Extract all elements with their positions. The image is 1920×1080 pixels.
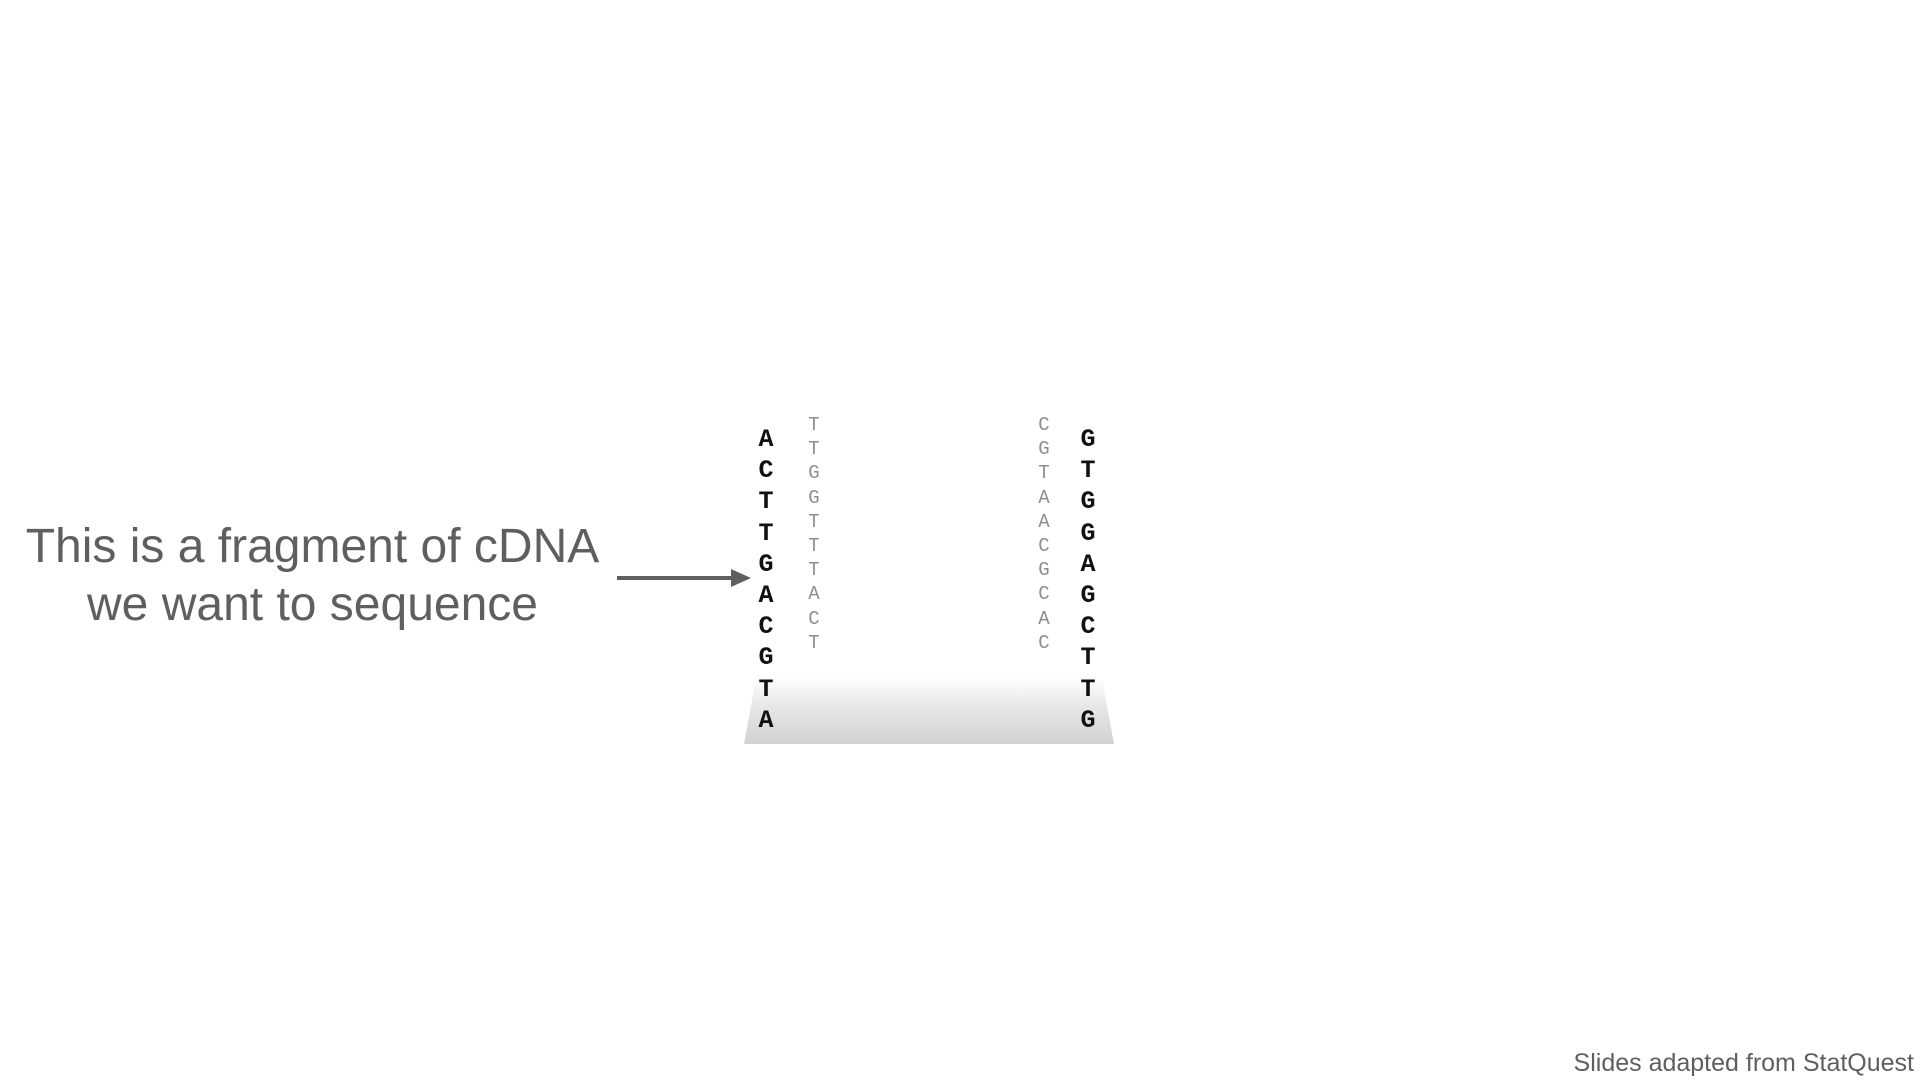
nucleotide: C: [1038, 414, 1050, 436]
nucleotide: G: [758, 549, 774, 579]
nucleotide: G: [1038, 559, 1050, 582]
nucleotide: G: [1038, 438, 1050, 461]
nucleotide: G: [1080, 487, 1096, 517]
nucleotide: T: [808, 414, 820, 436]
nucleotide: G: [1080, 581, 1096, 611]
caption-line-1: This is a fragment of cDNA: [25, 520, 600, 573]
nucleotide: T: [758, 487, 774, 517]
nucleotide: C: [1038, 535, 1050, 558]
nucleotide: T: [1080, 674, 1096, 704]
nucleotide: A: [1038, 510, 1050, 533]
nucleotide: G: [808, 462, 820, 485]
caption: This is a fragment of cDNA we want to se…: [20, 518, 605, 634]
caption-line-2: we want to sequence: [87, 578, 538, 631]
nucleotide: T: [808, 510, 820, 533]
nucleotide: T: [758, 674, 774, 704]
nucleotide: C: [1038, 583, 1050, 606]
nucleotide: T: [758, 518, 774, 548]
nucleotide: G: [1080, 518, 1096, 548]
nucleotide: A: [1080, 549, 1096, 579]
nucleotide: G: [1080, 705, 1096, 735]
nucleotide: A: [1038, 486, 1050, 509]
nucleotide: G: [758, 643, 774, 673]
nucleotide: A: [758, 581, 774, 611]
nucleotide: C: [758, 612, 774, 642]
nucleotide: G: [1080, 425, 1096, 454]
nucleotide: A: [758, 705, 774, 735]
nucleotide: T: [808, 535, 820, 558]
nucleotide: G: [808, 486, 820, 509]
arrow-icon: [617, 569, 751, 587]
credit-text: Slides adapted from StatQuest: [1573, 1049, 1914, 1077]
gel-well-shading: [744, 678, 1114, 744]
nucleotide: C: [758, 456, 774, 486]
nucleotide: C: [1038, 631, 1050, 654]
nucleotide: T: [808, 438, 820, 461]
nucleotide: C: [1080, 612, 1096, 642]
nucleotide: T: [808, 559, 820, 582]
nucleotide: T: [1080, 643, 1096, 673]
nucleotide: C: [808, 607, 820, 630]
nucleotide: T: [1080, 456, 1096, 486]
nucleotide: T: [808, 631, 820, 654]
nucleotide: A: [758, 425, 774, 454]
nucleotide: A: [1038, 607, 1050, 630]
nucleotide: A: [808, 583, 820, 606]
nucleotide: T: [1038, 462, 1050, 485]
